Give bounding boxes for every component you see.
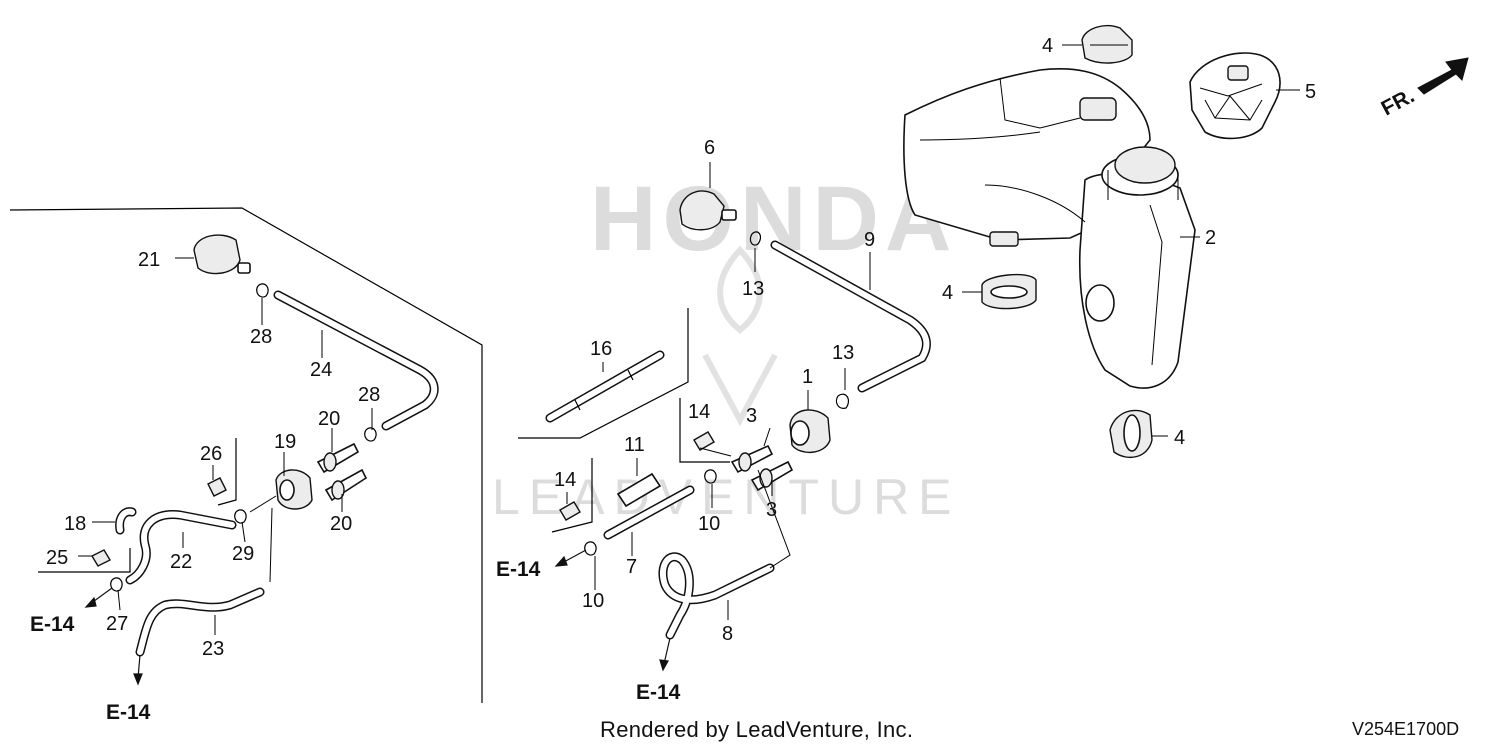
fuel-filter-6: [679, 190, 737, 231]
diagram-code: V254E1700D: [1352, 719, 1460, 739]
callout-27: 27: [106, 613, 128, 635]
reference-e14-bottom: E-14: [636, 681, 681, 704]
callout-4-top: 4: [1042, 35, 1053, 57]
tank-grommet-middle: [981, 273, 1037, 310]
clamp-bracket-26: [217, 438, 237, 506]
callout-13-upper: 13: [742, 278, 764, 300]
callout-20-upper: 20: [318, 408, 340, 430]
callout-28-lower: 28: [358, 384, 380, 406]
clamp-bracket-25: [38, 548, 131, 573]
callout-23: 23: [202, 638, 224, 660]
callout-5: 5: [1305, 81, 1316, 103]
callout-14-lower: 14: [554, 469, 576, 491]
callout-4-middle: 4: [942, 282, 953, 304]
callout-2: 2: [1205, 227, 1216, 249]
brand-watermark: HONDA: [590, 168, 957, 270]
section-frame-middle: [518, 308, 689, 439]
clamp-bracket-14b: [551, 458, 593, 533]
hose-clamp-14-lower: [559, 501, 581, 521]
grommet-19: [275, 469, 313, 510]
tank-grommet-bottom: [1109, 409, 1153, 459]
hose-clip-10-right: [704, 469, 717, 484]
pipe-16: [545, 350, 665, 423]
callout-28-upper: 28: [250, 326, 272, 348]
fuel-cap: [1189, 52, 1281, 140]
fuel-joint-20-lower: [324, 468, 368, 502]
fuel-tank: [903, 68, 1196, 389]
tank-outlet-grommet-1: [789, 409, 831, 453]
hose-clamp-26: [207, 477, 227, 497]
hose-clip-28-lower: [364, 427, 377, 442]
reference-arrows: [84, 549, 671, 686]
callout-3-lower: 3: [766, 499, 777, 521]
callout-16: 16: [590, 338, 612, 360]
callout-13-lower: 13: [832, 342, 854, 364]
callout-6: 6: [704, 137, 715, 159]
hose-clip-13-upper: [749, 231, 762, 246]
dealer-logo-icon: [702, 245, 778, 427]
clamp-bracket-14a: [679, 398, 730, 463]
hose-clip-13-lower: [835, 393, 850, 409]
hose-clip-29: [234, 509, 247, 524]
section-frame-left: [9, 207, 483, 703]
callout-22: 22: [170, 551, 192, 573]
reference-e14-left-lower: E-14: [106, 701, 151, 724]
callout-11: 11: [624, 434, 645, 456]
callout-9: 9: [864, 229, 875, 251]
reference-e14-middle: E-14: [496, 558, 541, 581]
callout-4-bottom: 4: [1174, 427, 1185, 449]
callout-3-upper: 3: [746, 405, 757, 427]
callout-25: 25: [46, 547, 68, 569]
reference-e14-left-upper: E-14: [30, 613, 75, 636]
hose-clip-27: [110, 577, 123, 592]
fuel-filter-21: [193, 234, 251, 275]
hose-clamp-14-upper: [693, 431, 715, 451]
callout-8: 8: [722, 623, 733, 645]
front-direction-label: FR.: [1378, 84, 1419, 120]
callout-29: 29: [232, 543, 254, 565]
fuel-joint-3-upper: [730, 444, 774, 474]
callout-26: 26: [200, 443, 222, 465]
leader-lines: [78, 44, 1300, 635]
callout-1: 1: [802, 366, 813, 388]
hose-clip-28-upper: [256, 283, 269, 298]
render-credit: Rendered by LeadVenture, Inc.: [600, 717, 914, 742]
callout-7: 7: [626, 556, 637, 578]
callout-21: 21: [138, 249, 160, 271]
fuel-joint-20-upper: [316, 442, 360, 474]
front-direction-arrow-icon: [1417, 57, 1469, 95]
callout-18: 18: [64, 513, 86, 535]
callout-20-lower: 20: [330, 513, 352, 535]
tank-grommet-top: [1081, 24, 1133, 64]
callout-19: 19: [274, 431, 296, 453]
hose-clip-10-left: [584, 541, 597, 556]
callout-24: 24: [310, 359, 332, 381]
callout-10-left: 10: [582, 590, 604, 612]
callout-14-upper: 14: [688, 401, 710, 423]
elbow-18: [115, 507, 137, 535]
hose-clamp-25: [91, 549, 111, 567]
rubber-tube-11: [616, 472, 662, 508]
callout-10-right: 10: [698, 513, 720, 535]
